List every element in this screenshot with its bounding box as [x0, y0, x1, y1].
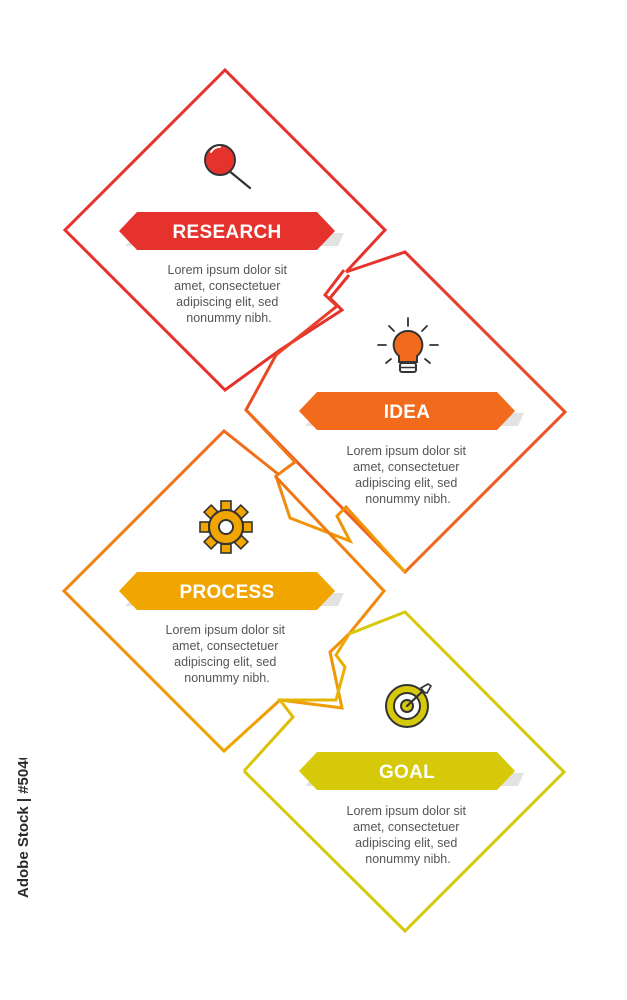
research-description: Lorem ipsum dolor sit amet, consectetuer…: [168, 263, 291, 325]
goal-text-line-1: Lorem ipsum dolor sit: [347, 804, 467, 818]
step-idea: IDEA Lorem ipsum dolor sit amet, consect…: [244, 250, 568, 575]
goal-text-line-2: amet, consectetuer: [353, 820, 459, 834]
idea-text-line-4: nonummy nibh.: [365, 492, 450, 506]
process-text-line-4: nonummy nibh.: [184, 671, 269, 685]
goal-banner: GOAL: [299, 752, 524, 790]
stock-watermark: Adobe Stock | #504023589: [6, 710, 38, 898]
idea-text-line-3: adipiscing elit, sed: [355, 476, 457, 490]
research-banner: RESEARCH: [119, 212, 344, 250]
research-text-line-1: Lorem ipsum dolor sit: [168, 263, 288, 277]
process-banner: PROCESS: [119, 572, 344, 610]
step-goal: GOAL Lorem ipsum dolor sit amet, consect…: [242, 610, 567, 934]
idea-title: IDEA: [384, 402, 431, 423]
goal-diamond-connector: [242, 633, 351, 773]
process-description: Lorem ipsum dolor sit amet, consectetuer…: [166, 623, 289, 685]
goal-diamond-outline: [242, 610, 567, 934]
watermark-text: Adobe Stock | #504023589: [15, 758, 32, 898]
gear-icon: [199, 500, 253, 554]
idea-diamond-lower-tab: [244, 408, 407, 574]
goal-description: Lorem ipsum dolor sit amet, consectetuer…: [347, 804, 470, 866]
idea-text-line-2: amet, consectetuer: [353, 460, 459, 474]
process-text-line-2: amet, consectetuer: [172, 639, 278, 653]
idea-description: Lorem ipsum dolor sit amet, consectetuer…: [347, 444, 470, 506]
process-diamond-outline: [61, 428, 386, 754]
process-title: PROCESS: [179, 582, 274, 603]
light-bulb-icon: [377, 317, 439, 373]
idea-text-line-1: Lorem ipsum dolor sit: [347, 444, 467, 458]
process-text-line-3: adipiscing elit, sed: [174, 655, 276, 669]
push-pin-icon: [204, 144, 252, 190]
process-text-line-1: Lorem ipsum dolor sit: [166, 623, 286, 637]
idea-banner: IDEA: [299, 392, 524, 430]
goal-title: GOAL: [379, 762, 435, 783]
research-title: RESEARCH: [172, 222, 281, 243]
goal-text-line-3: adipiscing elit, sed: [355, 836, 457, 850]
step-process: PROCESS Lorem ipsum dolor sit amet, cons…: [61, 428, 386, 754]
step-research: RESEARCH Lorem ipsum dolor sit amet, con…: [62, 67, 388, 392]
research-text-line-3: adipiscing elit, sed: [176, 295, 278, 309]
goal-text-line-4: nonummy nibh.: [365, 852, 450, 866]
target-icon: [385, 683, 433, 728]
research-text-line-4: nonummy nibh.: [186, 311, 271, 325]
research-text-line-2: amet, consectetuer: [174, 279, 280, 293]
